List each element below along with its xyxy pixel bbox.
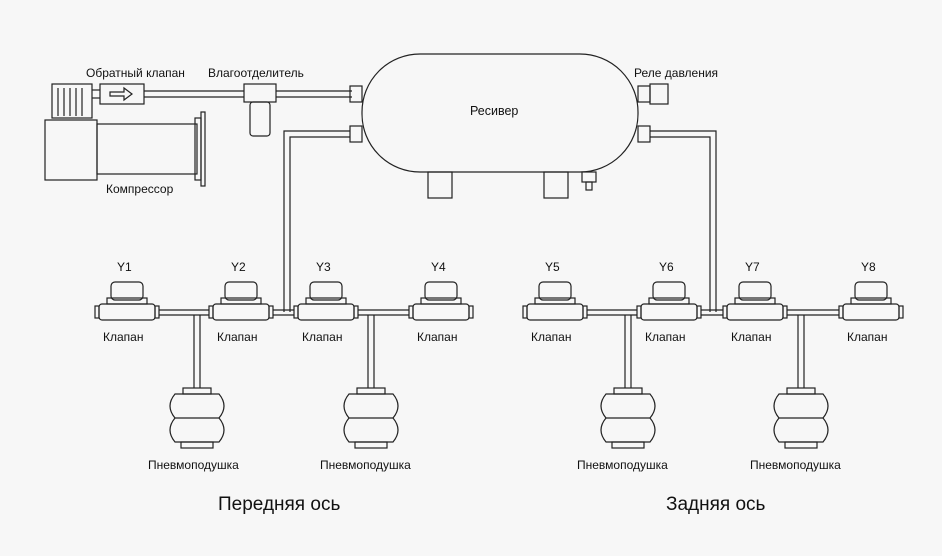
- airbag-label-1: Пневмоподушка: [148, 458, 239, 472]
- pipe-receiver-front: [283, 130, 350, 312]
- compressor-label: Компрессор: [106, 182, 174, 196]
- check-valve-label: Обратный клапан: [86, 66, 185, 80]
- valve-id-y2: Y2: [231, 260, 246, 274]
- valve-label-8: Клапан: [847, 330, 888, 344]
- solenoid-valve-3: [293, 281, 359, 321]
- valve-id-y8: Y8: [861, 260, 876, 274]
- valve-id-y7: Y7: [745, 260, 760, 274]
- valve-id-y1: Y1: [117, 260, 132, 274]
- receiver-label: Ресивер: [470, 104, 519, 118]
- pipe-compressor-receiver: [144, 90, 352, 98]
- airbag-label-4: Пневмоподушка: [750, 458, 841, 472]
- valve-id-y3: Y3: [316, 260, 331, 274]
- airbag-label-2: Пневмоподушка: [320, 458, 411, 472]
- valve-label-2: Клапан: [217, 330, 258, 344]
- rear-axle-label: Задняя ось: [666, 494, 766, 515]
- airbag-label-3: Пневмоподушка: [577, 458, 668, 472]
- receiver-tank: [349, 53, 669, 199]
- moisture-separator-label: Влагоотделитель: [208, 66, 304, 80]
- front-axle-label: Передняя ось: [218, 494, 341, 515]
- moisture-separator: [243, 83, 277, 137]
- valve-label-3: Клапан: [302, 330, 343, 344]
- solenoid-valve-6: [636, 281, 702, 321]
- solenoid-valve-5: [522, 281, 588, 321]
- solenoid-valve-4: [408, 281, 474, 321]
- valve-label-1: Клапан: [103, 330, 144, 344]
- pipe-receiver-rear: [650, 130, 717, 312]
- valve-label-4: Клапан: [417, 330, 458, 344]
- air-spring-3: [600, 393, 656, 443]
- pressure-switch-label: Реле давления: [634, 66, 719, 80]
- solenoid-valve-7: [722, 281, 788, 321]
- valve-label-6: Клапан: [645, 330, 686, 344]
- air-spring-4: [773, 393, 829, 443]
- valve-label-7: Клапан: [731, 330, 772, 344]
- valve-label-5: Клапан: [531, 330, 572, 344]
- compressor: [44, 83, 206, 187]
- air-spring-2: [343, 393, 399, 443]
- valve-id-y5: Y5: [545, 260, 560, 274]
- solenoid-valve-2: [208, 281, 274, 321]
- solenoid-valve-8: [838, 281, 904, 321]
- check-valve: [99, 83, 145, 105]
- valve-id-y6: Y6: [659, 260, 674, 274]
- solenoid-valve-1: [94, 281, 160, 321]
- air-spring-1: [169, 393, 225, 443]
- valve-id-y4: Y4: [431, 260, 446, 274]
